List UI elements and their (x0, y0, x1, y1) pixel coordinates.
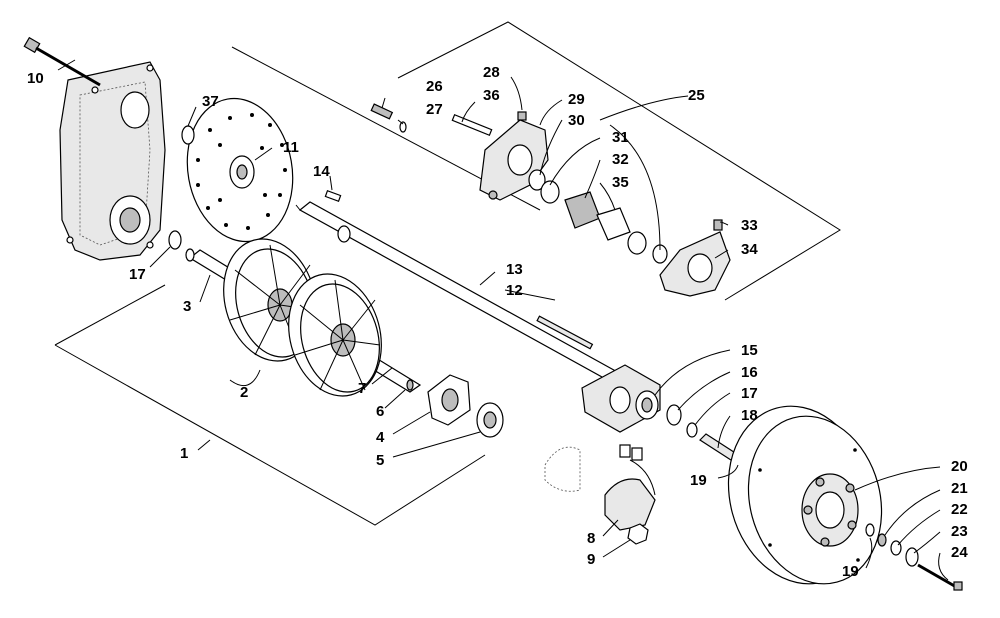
bearing-5 (476, 402, 504, 438)
washer-37 (181, 125, 195, 145)
callout-19b: 19 (842, 563, 859, 580)
callout-23: 23 (951, 523, 968, 540)
brake-pad-32 (564, 191, 601, 229)
callout-33: 33 (741, 217, 758, 234)
callout-16: 16 (741, 364, 758, 381)
callout-25: 25 (688, 87, 705, 104)
brake-pad-35 (596, 207, 631, 241)
piston-right (627, 231, 647, 255)
callouts: 1 2 3 4 5 6 7 8 9 10 11 12 13 14 15 16 1… (27, 64, 968, 580)
seal-17-left (168, 230, 182, 250)
washer-27 (399, 121, 407, 133)
bolt-24 (917, 563, 963, 591)
caliper-body-34 (659, 231, 731, 297)
callout-14: 14 (313, 163, 330, 180)
pin-36 (451, 113, 493, 137)
callout-36: 36 (483, 87, 500, 104)
callout-31: 31 (612, 129, 629, 146)
speed-sensor-8 (604, 444, 656, 531)
callout-28: 28 (483, 64, 500, 81)
callout-27: 27 (426, 101, 443, 118)
pin-6 (406, 379, 414, 391)
leader-lines (57, 59, 949, 581)
washer-16 (666, 404, 682, 426)
callout-8: 8 (587, 530, 595, 547)
bearing-flange-4 (427, 374, 471, 426)
bleeder-28 (517, 111, 527, 121)
brake-disc-11 (186, 97, 294, 243)
seal-17-right (686, 422, 698, 438)
washer-21 (877, 533, 887, 547)
callout-7: 7 (358, 380, 366, 397)
callout-29: 29 (568, 91, 585, 108)
disc-holes (196, 113, 287, 230)
caliper-bolt-26 (370, 103, 394, 120)
callout-17b: 17 (741, 385, 758, 402)
callout-20: 20 (951, 458, 968, 475)
o-ring-30 (528, 169, 546, 191)
driven-pulley-20 (727, 405, 883, 585)
callout-9: 9 (587, 551, 595, 568)
callout-24: 24 (951, 544, 968, 561)
callout-34: 34 (741, 241, 758, 258)
callout-4: 4 (376, 429, 385, 446)
key-14 (324, 190, 342, 202)
callout-18: 18 (741, 407, 758, 424)
callout-37: 37 (202, 93, 219, 110)
gearcase-housing (59, 61, 166, 261)
callout-30: 30 (568, 112, 585, 129)
callout-3: 3 (183, 298, 191, 315)
callout-13: 13 (506, 261, 523, 278)
callout-11: 11 (283, 139, 299, 156)
piston-31 (540, 180, 560, 204)
callout-17a: 17 (129, 266, 146, 283)
callout-35: 35 (612, 174, 629, 191)
nut-9 (627, 523, 649, 545)
callout-10: 10 (27, 70, 44, 87)
callout-5: 5 (376, 452, 384, 469)
o-ring-19b (865, 523, 875, 537)
key-12 (536, 315, 594, 350)
bearing-15 (635, 390, 659, 420)
callout-1: 1 (180, 445, 188, 462)
callout-19a: 19 (690, 472, 707, 489)
callout-26: 26 (426, 78, 443, 95)
callout-12: 12 (506, 282, 523, 299)
callout-22: 22 (951, 501, 968, 518)
callout-32: 32 (612, 151, 629, 168)
washer-23 (905, 547, 919, 567)
callout-2: 2 (240, 384, 248, 401)
callout-21: 21 (951, 480, 968, 497)
drive-sprocket-2b (288, 273, 382, 397)
bleeder-33 (713, 219, 723, 231)
sensor-plate (544, 446, 581, 492)
callout-15: 15 (741, 342, 758, 359)
group-outline-25 (397, 21, 841, 301)
callout-6: 6 (376, 403, 384, 420)
bolt-10 (23, 36, 101, 87)
